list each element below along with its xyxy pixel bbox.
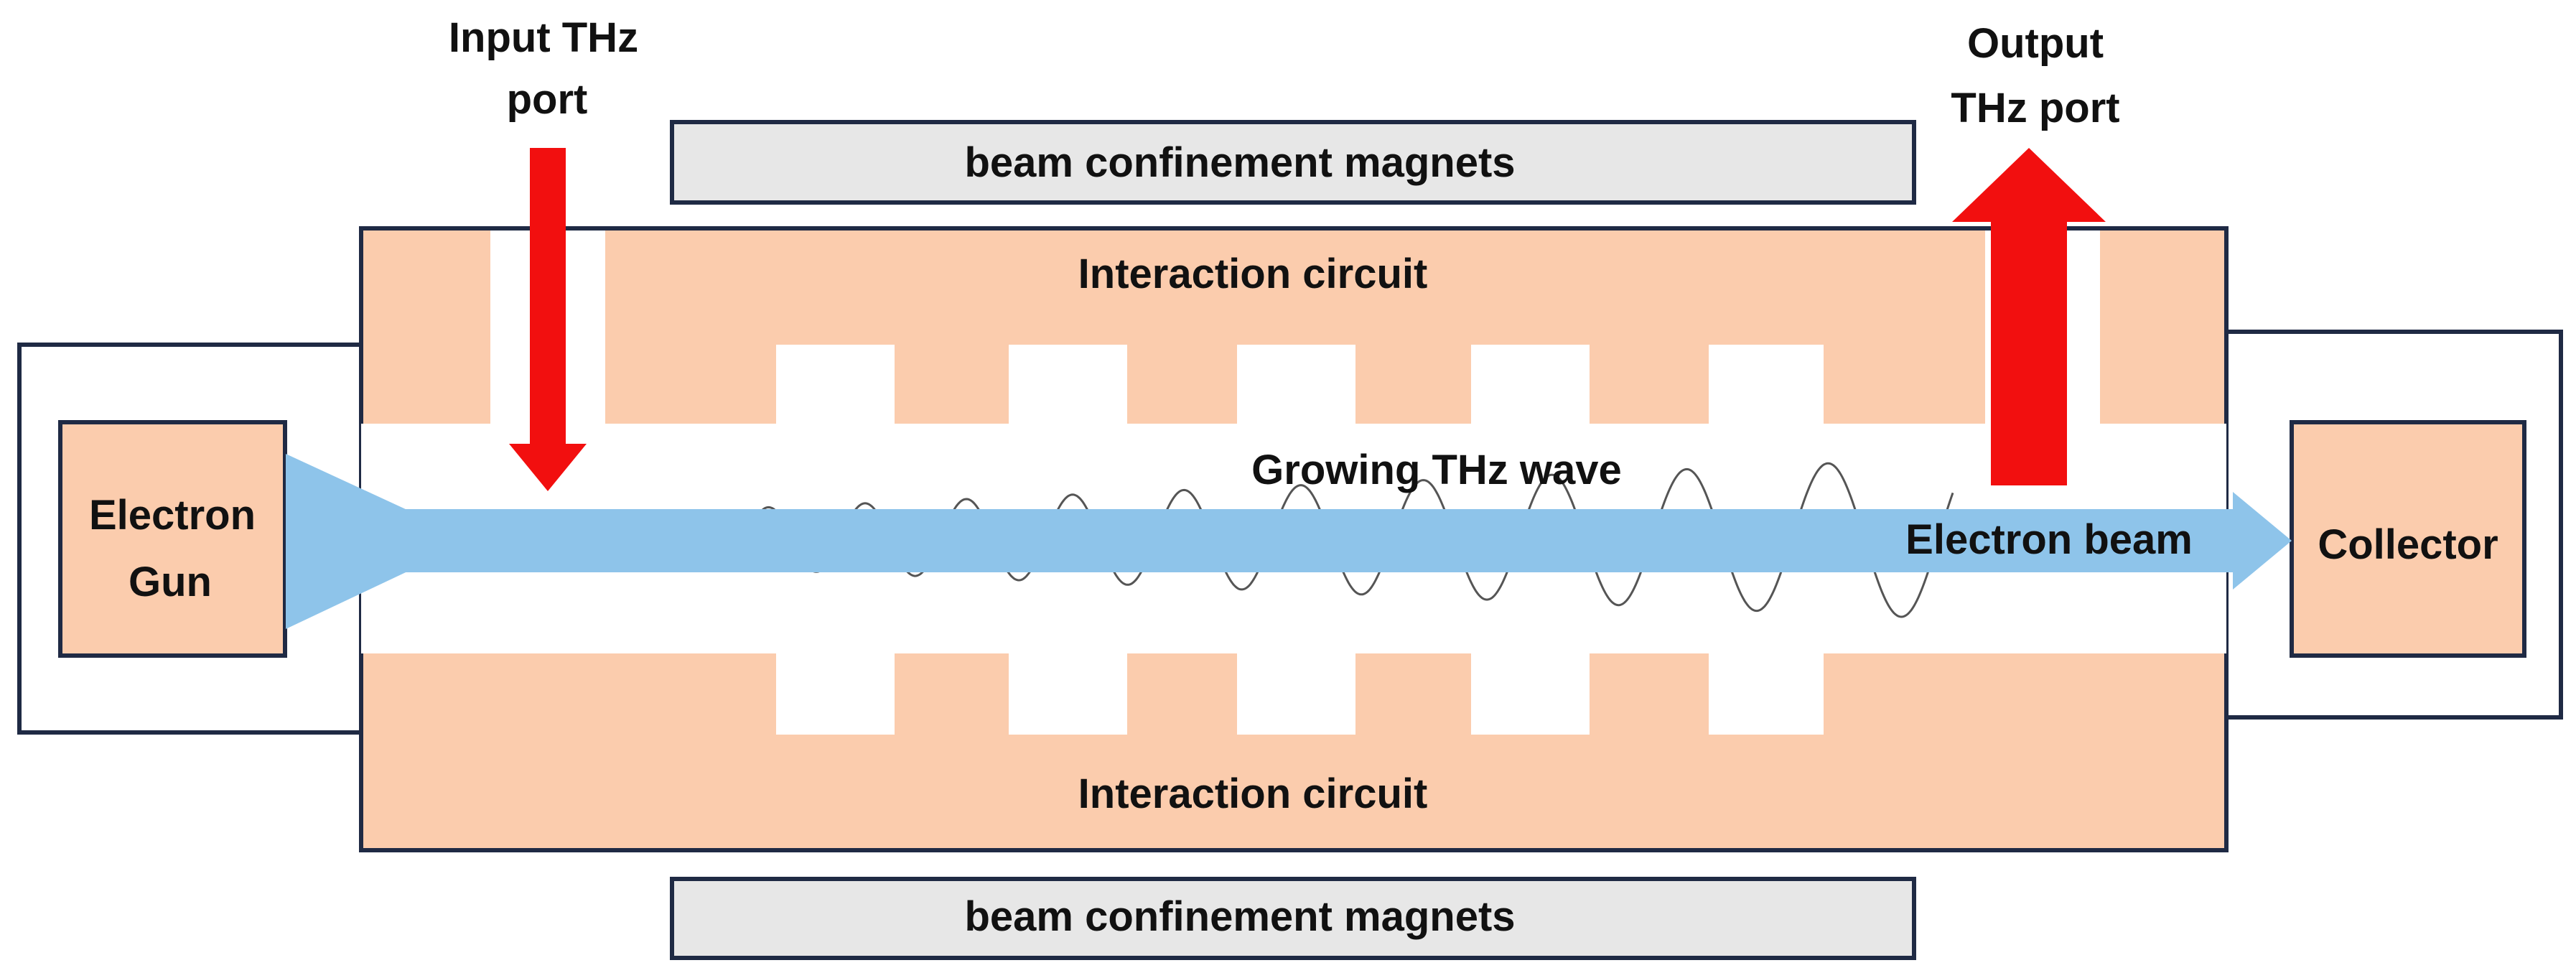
output-port-label-line1: Output: [1967, 20, 2104, 67]
right-arrow-icon: [402, 492, 2292, 590]
magnets-bottom-label: beam confinement magnets: [964, 893, 1515, 940]
electron-beam-cone: [286, 454, 416, 629]
electron-beam-label: Electron beam: [1905, 516, 2193, 563]
electron-gun: [58, 420, 287, 658]
input-port-label-line1: Input THz: [449, 14, 638, 61]
circuit-top-label: Interaction circuit: [1078, 251, 1428, 297]
input-port-label-line2: port: [507, 76, 588, 123]
electron-gun-label-line2: Gun: [129, 559, 212, 605]
collector: [2290, 420, 2526, 658]
collector-label: Collector: [2318, 521, 2498, 568]
magnets-top-box: [670, 120, 1916, 205]
electron-gun-label-line1: Electron: [89, 492, 256, 539]
growing-wave-label: Growing THz wave: [1251, 447, 1622, 493]
down-arrow-icon: [509, 148, 587, 491]
output-port-label-line2: THz port: [1951, 85, 2119, 131]
magnets-bottom-box: [670, 877, 1916, 960]
magnets-top-label: beam confinement magnets: [964, 139, 1515, 186]
circuit-bottom-label: Interaction circuit: [1078, 771, 1428, 817]
up-arrow-icon: [1952, 148, 2106, 485]
